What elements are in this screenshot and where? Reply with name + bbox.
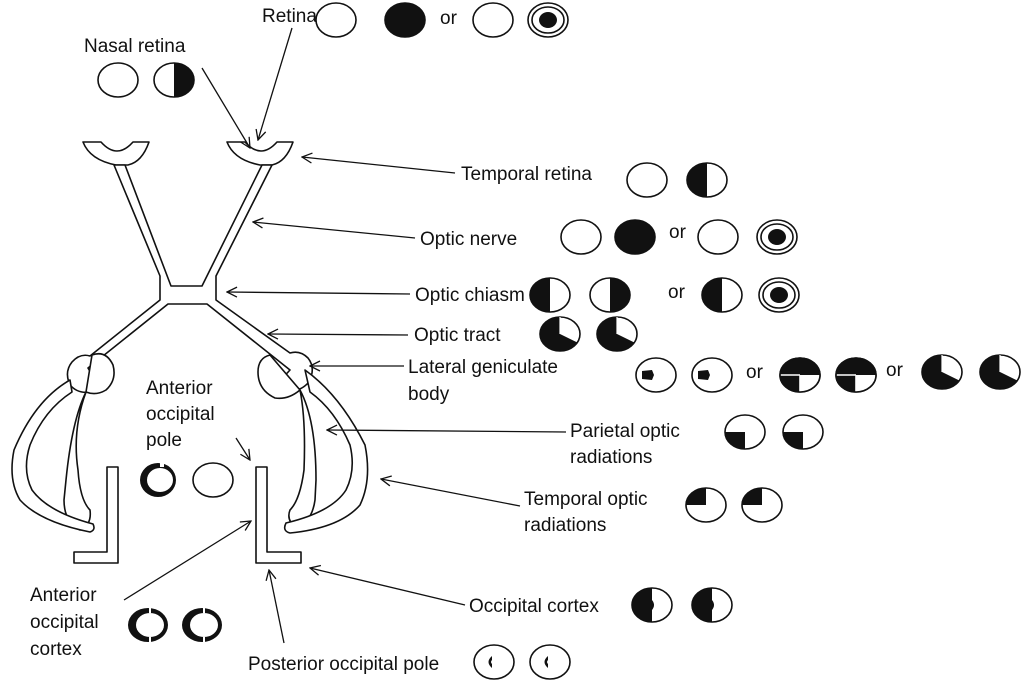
arrow-retina — [258, 27, 293, 140]
arrow-nasal-retina — [201, 67, 250, 148]
or-optic-nerve: or — [669, 222, 687, 243]
label-anterior-pole-line3: pole — [146, 430, 182, 451]
field-icon-retina-2-right-eye — [527, 2, 569, 38]
pointer-arrows — [123, 27, 567, 644]
field-icon-lateral-geniculate-body-1-left-eye — [635, 357, 677, 393]
field-icon-occipital-cortex-1-left-eye — [631, 587, 673, 623]
label-anterior-cortex-line3: cortex — [30, 639, 82, 660]
field-icon-nasal-retina-1-right-eye — [153, 62, 195, 98]
label-lgb-line1: Lateral geniculate — [408, 357, 558, 378]
label-parietal-line2: radiations — [570, 447, 652, 468]
label-temporal-retina: Temporal retina — [461, 164, 592, 185]
or-lgb-2: or — [886, 360, 904, 381]
label-parietal-line1: Parietal optic — [570, 421, 680, 442]
arrow-optic-chiasm — [227, 292, 411, 294]
arrow-occipital-cortex — [310, 568, 466, 606]
anatomy — [11, 141, 369, 564]
field-icon-retina-1-right-eye — [384, 2, 426, 38]
field-icon-optic-nerve-2-left-eye — [697, 219, 739, 255]
label-optic-chiasm: Optic chiasm — [415, 285, 525, 306]
field-icon-nasal-retina-1-left-eye — [97, 62, 139, 98]
label-lgb-line2: body — [408, 384, 450, 405]
field-icon-optic-chiasm-1-left-eye — [529, 277, 571, 313]
field-icon-optic-tract-1-right-eye — [596, 316, 638, 352]
field-icon-optic-nerve-1-right-eye — [614, 219, 656, 255]
field-icon-temporal-optic-radiations-1-right-eye — [741, 487, 783, 523]
field-icon-lateral-geniculate-body-3-right-eye — [979, 354, 1021, 390]
visual-field-icons — [97, 2, 1021, 680]
field-icon-lateral-geniculate-body-2-left-eye — [779, 357, 821, 393]
right-temporal-loop — [283, 369, 369, 534]
label-anterior-pole-line2: occipital — [146, 404, 215, 425]
or-lgb-1: or — [746, 362, 764, 383]
field-icon-optic-chiasm-2-left-eye — [701, 277, 743, 313]
label-anterior-pole-line1: Anterior — [146, 378, 213, 399]
field-icon-lateral-geniculate-body-2-right-eye — [835, 357, 877, 393]
field-icon-anterior-occipital-cortex-1-left-eye — [128, 608, 168, 642]
field-icon-anterior-occipital-pole-1-left-eye — [140, 463, 176, 497]
field-icon-lateral-geniculate-body-3-left-eye — [921, 354, 963, 390]
field-icon-retina-1-left-eye — [315, 2, 357, 38]
field-icon-posterior-occipital-pole-1-left-eye — [473, 644, 515, 680]
right-retina-cup — [226, 141, 294, 166]
right-occipital-cortex — [255, 466, 302, 564]
arrow-posterior-pole — [269, 570, 285, 644]
arrow-parietal — [327, 430, 567, 432]
left-lgb-radiations — [63, 352, 115, 531]
label-nasal-retina: Nasal retina — [84, 36, 186, 57]
label-anterior-cortex-line1: Anterior — [30, 585, 97, 606]
label-occipital-cortex: Occipital cortex — [469, 596, 599, 617]
arrow-temporal-retina — [302, 157, 456, 174]
field-icon-optic-chiasm-1-right-eye — [589, 277, 631, 313]
left-occipital-cortex — [73, 466, 119, 564]
field-icon-anterior-occipital-cortex-1-right-eye — [182, 608, 222, 642]
field-icon-temporal-optic-radiations-1-left-eye — [685, 487, 727, 523]
field-icon-parietal-optic-radiations-1-left-eye — [724, 414, 766, 450]
label-temporal-rad-line1: Temporal optic — [524, 489, 648, 510]
field-icon-temporal-retina-1-left-eye — [626, 162, 668, 198]
right-lgb-radiations — [257, 354, 317, 529]
field-icon-lateral-geniculate-body-1-right-eye — [691, 357, 733, 393]
arrow-anterior-pole — [235, 437, 250, 460]
field-icon-parietal-optic-radiations-1-right-eye — [782, 414, 824, 450]
labels: Retina Nasal retina Temporal retina Opti… — [30, 6, 904, 675]
field-icon-anterior-occipital-pole-1-right-eye — [192, 462, 234, 498]
field-icon-optic-nerve-1-left-eye — [560, 219, 602, 255]
arrow-optic-nerve — [253, 222, 416, 239]
label-optic-nerve: Optic nerve — [420, 229, 517, 250]
field-icon-optic-nerve-2-right-eye — [756, 219, 798, 255]
field-icon-occipital-cortex-1-right-eye — [691, 587, 733, 623]
label-optic-tract: Optic tract — [414, 325, 501, 346]
left-temporal-loop — [11, 379, 95, 533]
or-optic-chiasm: or — [668, 282, 686, 303]
arrow-optic-tract — [268, 334, 409, 335]
field-icon-optic-chiasm-2-right-eye — [758, 277, 800, 313]
field-icon-retina-2-left-eye — [472, 2, 514, 38]
label-anterior-cortex-line2: occipital — [30, 612, 99, 633]
field-icon-optic-tract-1-left-eye — [539, 316, 581, 352]
label-posterior-pole: Posterior occipital pole — [248, 654, 439, 675]
label-temporal-rad-line2: radiations — [524, 515, 606, 536]
field-icon-posterior-occipital-pole-1-right-eye — [529, 644, 571, 680]
left-retina-cup — [82, 141, 150, 166]
arrow-anterior-cortex — [123, 521, 251, 601]
label-retina: Retina — [262, 6, 317, 27]
arrow-temporal-rad — [381, 479, 521, 507]
or-retina: or — [440, 8, 458, 29]
field-icon-temporal-retina-1-right-eye — [686, 162, 728, 198]
